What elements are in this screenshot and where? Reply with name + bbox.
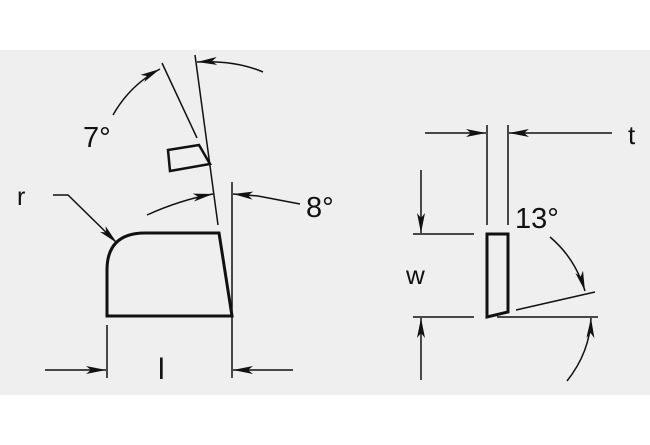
label-length: l xyxy=(158,353,165,386)
diagram-background xyxy=(0,50,650,395)
label-angle-13: 13° xyxy=(515,203,559,235)
label-width: w xyxy=(405,260,425,290)
label-radius: r xyxy=(17,183,25,211)
arc-arrow-top xyxy=(196,56,264,73)
reference-line-13deg xyxy=(515,291,596,311)
arc-arrow-7deg xyxy=(112,68,161,116)
label-angle-8: 8° xyxy=(306,192,334,224)
reference-line-7deg xyxy=(161,62,198,139)
arc-arrow-13deg-top xyxy=(549,236,586,292)
cross-section-insert xyxy=(166,143,212,173)
tool-body-front xyxy=(485,232,510,319)
arrow-8deg-left xyxy=(146,193,214,216)
arrow-8deg-right xyxy=(232,191,301,205)
tool-body-side xyxy=(105,231,234,318)
radius-leader-arrow xyxy=(53,194,118,244)
arc-arrow-13deg-bottom xyxy=(566,317,595,382)
reference-line-long xyxy=(194,54,219,226)
label-angle-7: 7° xyxy=(83,122,111,154)
label-thickness: t xyxy=(628,120,636,150)
